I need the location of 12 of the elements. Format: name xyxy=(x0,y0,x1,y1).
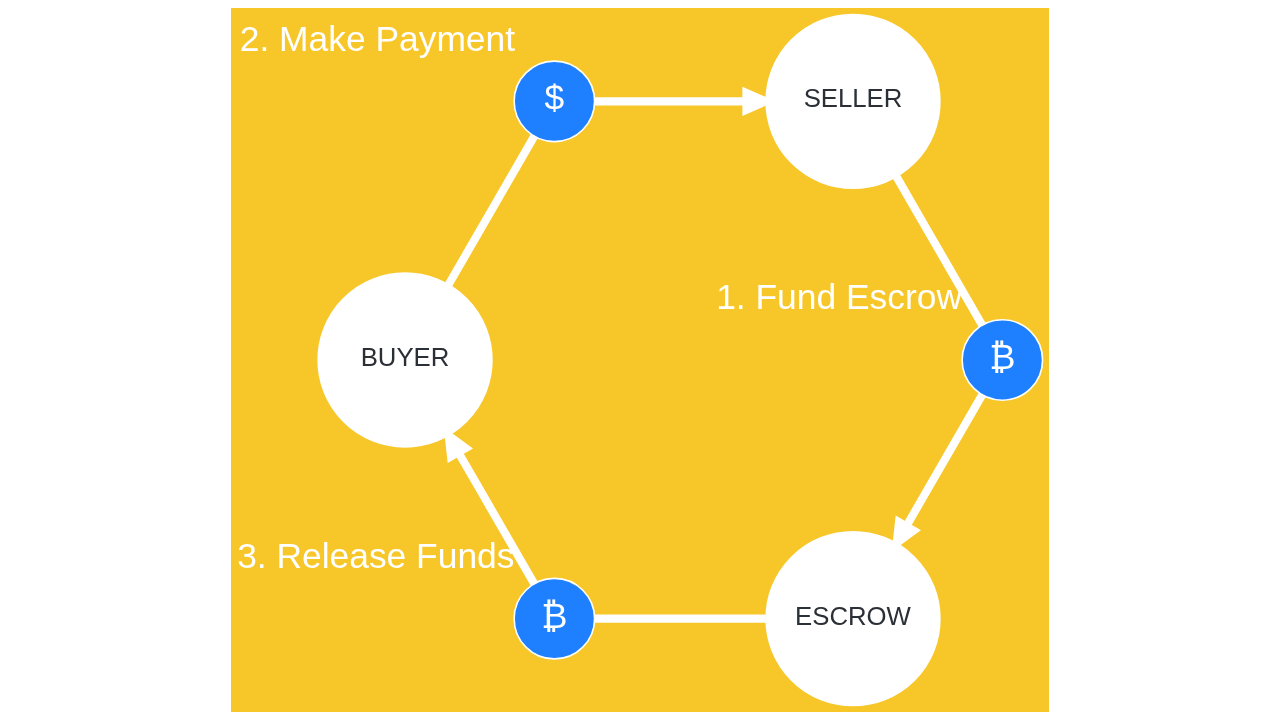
connector xyxy=(594,614,766,623)
connector xyxy=(893,174,986,327)
node-label: 1. Fund Escrow xyxy=(716,277,962,317)
node-circle: BUYER xyxy=(317,272,493,448)
node-label: 3. Release Funds xyxy=(237,536,515,576)
node-circle: $ xyxy=(513,60,596,143)
node-circle: ₿ xyxy=(513,577,596,660)
node-circle: ESCROW xyxy=(765,530,941,707)
node-label: 2. Make Payment xyxy=(239,18,516,58)
node-circle: ₿ xyxy=(961,318,1044,402)
connector xyxy=(445,134,538,287)
node-circle: SELLER xyxy=(765,13,941,190)
